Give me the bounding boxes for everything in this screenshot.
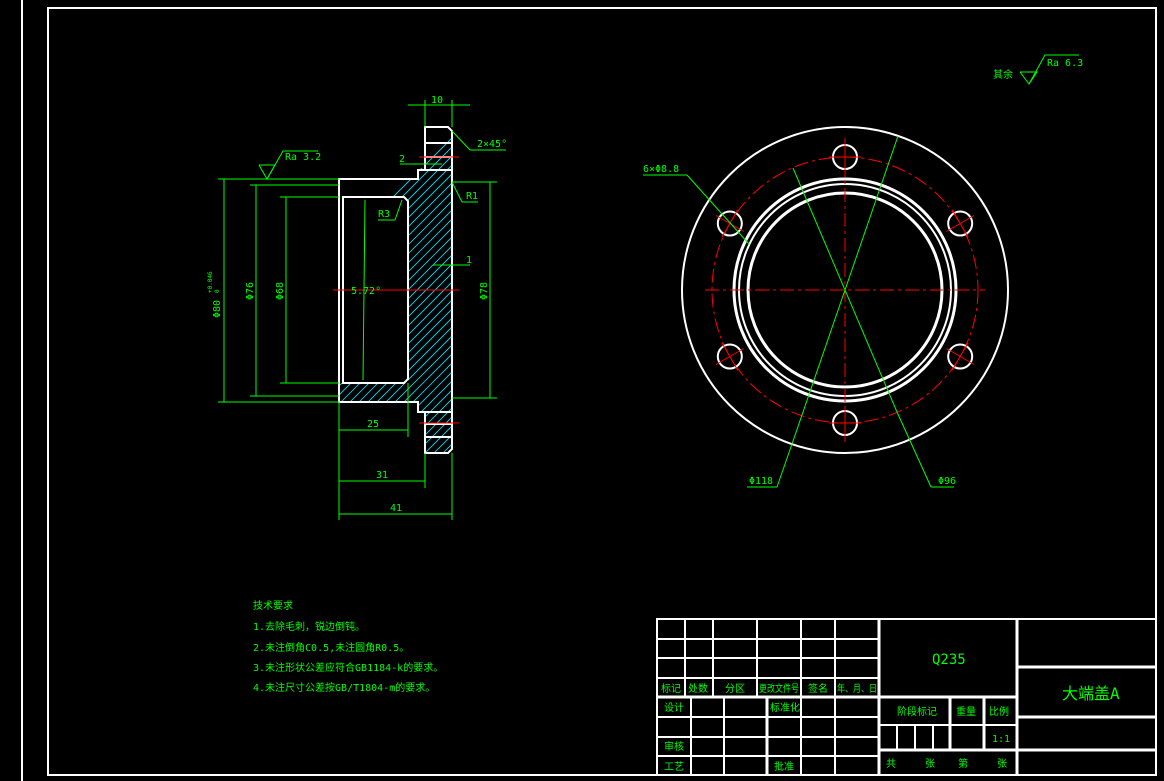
dim-dia-78: Φ78 [479,282,490,300]
bolt-hole [947,343,974,370]
tech-requirements: 技术要求 1.去除毛刺，锐边倒钝。 2.未注倒角C0.5,未注圆角R0.5。 3… [253,599,443,694]
label-total: 共 [886,758,896,770]
header-signature: 签名 [808,682,828,695]
hatch-line [390,127,452,453]
dim-dia-76: Φ76 [245,282,256,300]
dim-flange-thickness: 10 [431,95,443,106]
tech-req-item: 4.未注尺寸公差按GB/T1804-m的要求。 [253,681,435,694]
label-standardization: 标准化 [770,701,800,714]
dim-dia-96: Φ96 [938,476,956,487]
label-process: 工艺 [664,761,684,773]
label-sheets: 张 [925,758,935,770]
drawing-frame [21,0,1157,781]
roughness-ra32: Ra 3.2 [285,152,321,163]
label-approve: 批准 [774,760,794,773]
dim-angle: 5.72° [351,286,381,297]
tech-req-item: 2.未注倒角C0.5,未注圆角R0.5。 [253,641,409,654]
general-roughness-value: Ra 6.3 [1047,58,1083,69]
section-view: 10 2×45° 2 R1 R3 1 5.72° Φ78 Φ80 +0.046 … [207,95,803,520]
hatch-line [339,127,452,453]
hole-centerline [721,209,739,238]
label-scale: 比例 [989,705,1009,718]
dim-len-31: 31 [376,470,388,481]
label-design: 设计 [664,701,684,714]
label-stage-mark: 阶段标记 [897,705,937,718]
header-count: 处数 [688,682,708,695]
label-sheet-no: 第 [958,757,968,770]
dim-dia-80-tol-upper: +0.046 [207,271,214,293]
hatch-line [463,120,803,460]
header-zone: 分区 [725,683,745,695]
title-block: Q235 大端盖A 标记 处数 分区 更改文件号 签名 年、月、日 设计 标准化… [656,618,1157,776]
hatch-line [381,127,452,453]
dim-dia-80: Φ80 [212,300,223,318]
side-view: 6×Φ8.8 Φ118 Φ96 其余 Ra 6.3 [643,54,1083,488]
part-name: 大端盖A [1062,684,1120,703]
dim-chamfer: 2×45° [477,139,507,150]
tech-req-item: 1.去除毛刺，锐边倒钝。 [253,620,365,633]
bolt-hole [716,210,743,237]
dim-fillet-r3: R3 [378,209,390,220]
header-date: 年、月、日 [837,682,877,695]
dim-holes: 6×Φ8.8 [643,164,679,175]
general-roughness-label: 其余 [993,68,1013,81]
dim-len-25: 25 [367,419,379,430]
dim-fillet-r1: R1 [466,191,478,202]
scale-value: 1:1 [992,734,1010,745]
hole-centerline [721,342,739,371]
tech-req-item: 3.未注形状公差应符合GB1184-k的要求。 [253,661,443,674]
label-weight: 重量 [956,705,976,718]
header-change-doc: 更改文件号 [759,682,799,695]
label-review: 审核 [664,740,684,753]
dim-dia-80-tol-lower: 0 [214,289,221,293]
dim-step: 1 [466,255,472,266]
hatch-line [339,127,452,453]
tech-req-title: 技术要求 [253,599,293,612]
hatch-line [339,127,452,453]
bolt-hole [947,210,974,237]
dim-len-41: 41 [390,503,402,514]
dim-dia-118: Φ118 [749,476,773,487]
hatch-line [372,127,452,453]
dim-dia-68: Φ68 [275,282,286,300]
bolt-hole [716,343,743,370]
hatch-line [408,127,452,453]
hatch-line [339,127,452,453]
label-sheets-2: 张 [997,758,1007,770]
material: Q235 [932,652,966,668]
hole-centerline [951,342,969,371]
dim-groove: 2 [399,154,405,165]
hatch-line [363,127,452,453]
header-mark: 标记 [661,683,681,695]
hole-centerline [951,209,969,238]
